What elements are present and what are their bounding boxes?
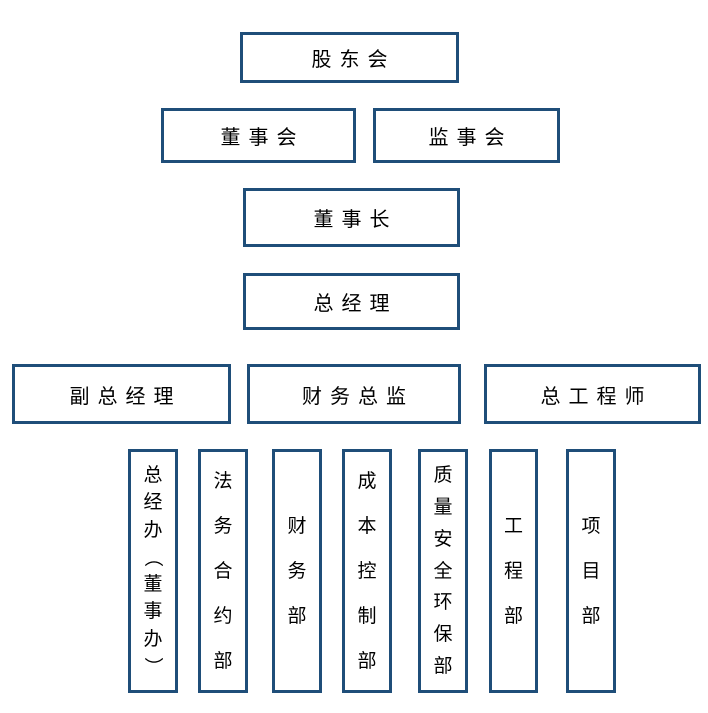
org-node-label: 监事会 — [428, 125, 513, 149]
org-node-label: 总工程师 — [540, 383, 653, 408]
org-node-label: 副总经理 — [69, 383, 182, 408]
org-node-label: 总经办（董事办） — [142, 464, 165, 676]
org-node-label: 总经理 — [313, 291, 398, 315]
org-node-board-of-directors: 董事会 — [161, 108, 356, 163]
org-node-finance-director: 财务总监 — [247, 364, 461, 424]
org-node-label: 财务总监 — [302, 383, 414, 408]
org-node-label: 董事长 — [313, 207, 398, 231]
org-node-shareholders: 股东会 — [240, 32, 459, 83]
org-node-label: 成本控制部 — [357, 469, 377, 672]
org-node-supervisory-board: 监事会 — [373, 108, 560, 163]
org-node-cost-control-dept: 成本控制部 — [342, 449, 392, 693]
org-node-label: 财务部 — [287, 514, 307, 627]
org-node-deputy-general-manager: 副总经理 — [12, 364, 231, 424]
org-node-label: 股东会 — [311, 47, 396, 71]
org-node-label: 工程部 — [503, 514, 523, 627]
org-node-general-manager-office: 总经办（董事办） — [128, 449, 178, 693]
org-node-label: 董事会 — [220, 125, 305, 149]
org-node-chairman: 董事长 — [243, 188, 460, 247]
org-node-engineering-dept: 工程部 — [489, 449, 538, 693]
org-node-label: 项目部 — [581, 514, 601, 627]
org-node-project-dept: 项目部 — [566, 449, 616, 693]
org-node-chief-engineer: 总工程师 — [484, 364, 701, 424]
org-node-label: 法务合约部 — [213, 469, 233, 672]
org-node-general-manager: 总经理 — [243, 273, 460, 330]
org-node-legal-contract-dept: 法务合约部 — [198, 449, 248, 693]
org-node-label: 质量安全环保部 — [433, 464, 453, 677]
org-node-quality-safety-env-dept: 质量安全环保部 — [418, 449, 468, 693]
org-node-finance-dept: 财务部 — [272, 449, 322, 693]
